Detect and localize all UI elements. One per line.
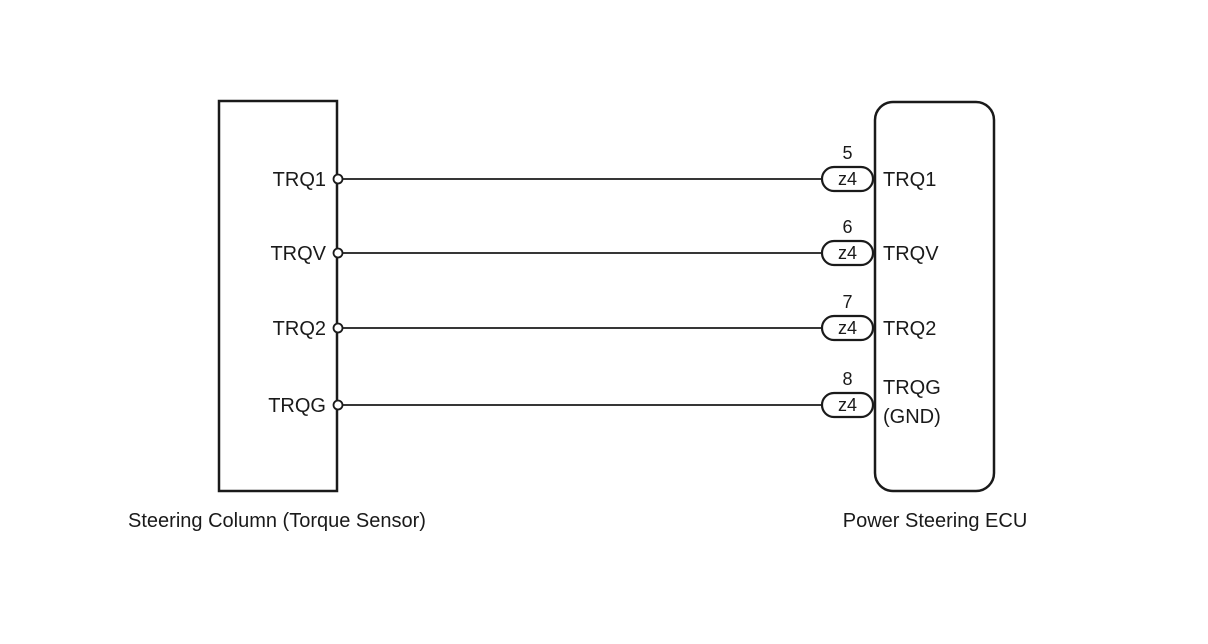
sensor-terminal-label: TRQ1 bbox=[273, 169, 326, 191]
connector-capsule bbox=[820, 165, 875, 193]
terminal-circle bbox=[332, 322, 344, 334]
pin-number: 7 bbox=[842, 292, 852, 312]
sensor-terminal-label: TRQ2 bbox=[273, 318, 326, 340]
connector-capsule bbox=[820, 314, 875, 342]
sensor-terminal-label: TRQV bbox=[270, 243, 326, 265]
pin-number: 6 bbox=[842, 217, 852, 237]
connector-capsule bbox=[820, 239, 875, 267]
connector-label: z4 bbox=[838, 395, 857, 415]
ecu-terminal-label: TRQG bbox=[883, 377, 941, 399]
ecu-terminal-label: TRQ2 bbox=[883, 318, 936, 340]
ecu-terminal-sublabel: (GND) bbox=[883, 406, 941, 428]
pin-number: 5 bbox=[842, 143, 852, 163]
connector-label: z4 bbox=[838, 243, 857, 263]
sensor-terminal-label: TRQG bbox=[268, 395, 326, 417]
sensor-name: Steering Column (Torque Sensor) bbox=[128, 510, 426, 532]
ecu-terminal-label: TRQ1 bbox=[883, 169, 936, 191]
terminal-circle bbox=[332, 399, 344, 411]
ecu-name: Power Steering ECU bbox=[843, 510, 1028, 532]
sensor-box bbox=[217, 99, 339, 493]
ecu-terminal-label: TRQV bbox=[883, 243, 939, 265]
connector-label: z4 bbox=[838, 318, 857, 338]
terminal-circle bbox=[332, 173, 344, 185]
connector-label: z4 bbox=[838, 169, 857, 189]
connector-capsule bbox=[820, 391, 875, 419]
ecu-box bbox=[873, 100, 996, 493]
pin-number: 8 bbox=[842, 369, 852, 389]
terminal-circle bbox=[332, 247, 344, 259]
